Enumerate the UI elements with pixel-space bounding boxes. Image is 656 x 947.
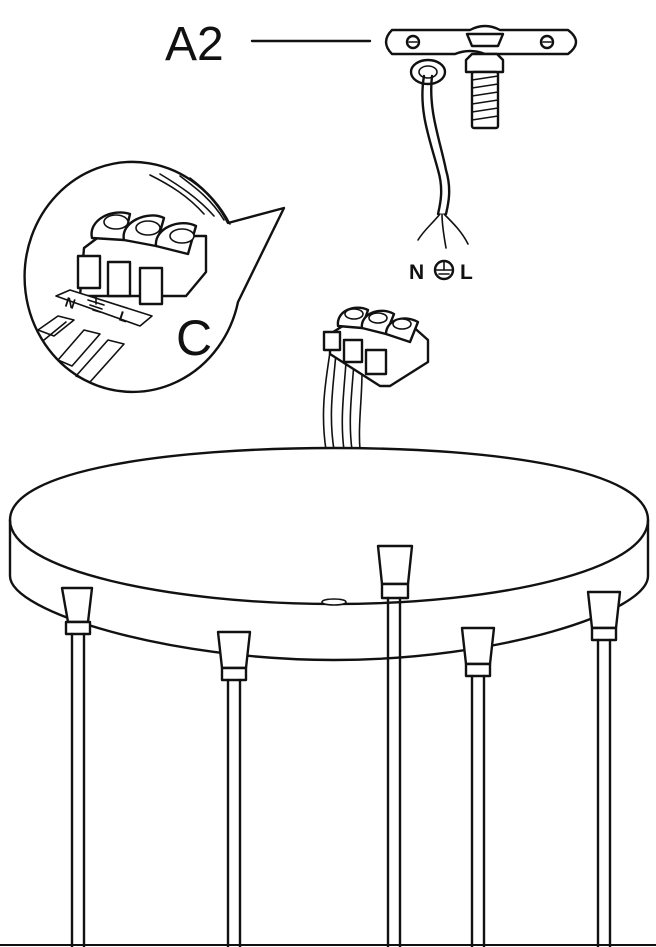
- wire-label-live: L: [460, 261, 473, 284]
- pendant-cord-5: [586, 590, 622, 947]
- ceiling-canopy: [8, 446, 650, 662]
- detail-terminal-block: [76, 211, 208, 306]
- mounting-bolt: [464, 52, 505, 74]
- pendant-cord-1: [60, 586, 94, 947]
- pendant-cord-3: [376, 544, 414, 947]
- mounting-bracket: [384, 24, 578, 130]
- detail-base-strip: N L: [55, 289, 153, 327]
- mains-cable: N L: [409, 74, 473, 284]
- detail-lower-wires: [37, 315, 125, 383]
- connector-wires: [322, 351, 363, 451]
- pendant-cord-2: [216, 630, 252, 947]
- detail-wires: [149, 173, 231, 225]
- wire-label-neutral: N: [409, 261, 424, 284]
- terminal-earth-icon: [87, 295, 105, 313]
- canopy-connector: [322, 306, 430, 451]
- canopy-center-hole: [321, 598, 347, 606]
- connector-label: C: [176, 310, 212, 366]
- bracket-label: A2: [165, 18, 224, 71]
- bracket-callout: A2: [165, 18, 372, 71]
- pendant-cord-4: [460, 626, 496, 947]
- connector-detail-callout: N L C: [23, 160, 286, 394]
- earth-icon: [433, 259, 455, 281]
- terminal-label-neutral: N: [63, 294, 78, 312]
